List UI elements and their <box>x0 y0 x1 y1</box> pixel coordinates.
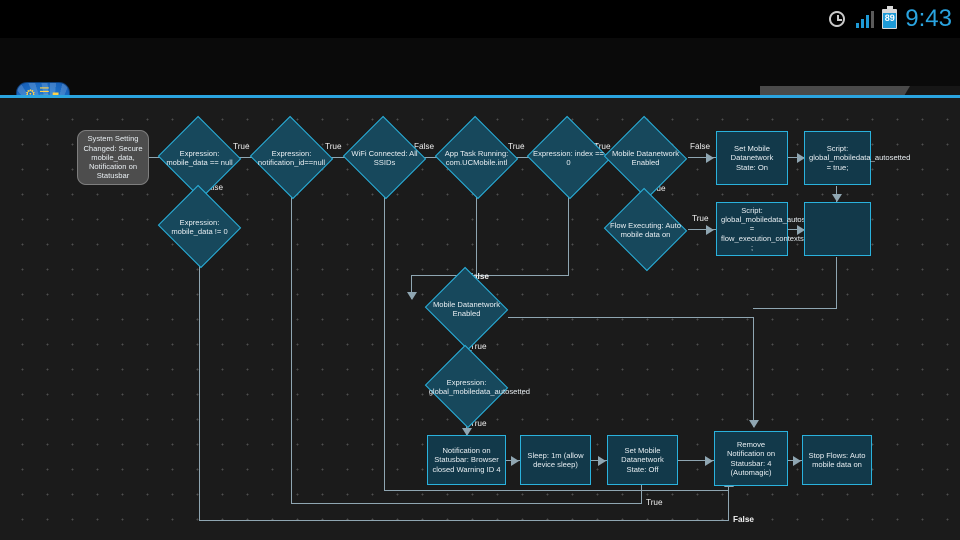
clock-time: 9:43 <box>905 5 952 32</box>
arrow-icon <box>793 456 801 466</box>
node-label: Sleep: 1m (allow device sleep) <box>527 450 584 469</box>
node-label: Expression: mobile_data == null <box>166 148 233 167</box>
connector <box>568 186 570 276</box>
connector <box>641 473 643 504</box>
connector <box>384 490 728 492</box>
node-label: System Setting Changed: Secure mobile_da… <box>83 134 143 181</box>
connector <box>836 257 838 309</box>
node-label: Mobile Datanetwork Enabled <box>611 148 680 167</box>
edge-label-false: False <box>203 183 224 192</box>
flow-node-expression-mobile-data-null[interactable]: Expression: mobile_data == null <box>157 115 242 200</box>
battery-percent: 89 <box>884 13 895 23</box>
flow-node-flow-executing[interactable]: Flow Executing: Auto mobile data on <box>603 187 688 272</box>
connector <box>291 503 641 505</box>
connector <box>322 157 352 159</box>
flow-node-script-autosetted-true[interactable]: Script: global_mobiledata_autosetted = t… <box>804 131 911 185</box>
flow-canvas[interactable]: True True False True True False False Tr… <box>0 98 960 540</box>
flow-node-mobile-datanetwork-enabled-mid[interactable]: Mobile Datanetwork Enabled <box>424 266 509 351</box>
connector <box>291 186 293 504</box>
arrow-icon <box>797 153 805 163</box>
node-label: Script: global_mobiledata_autosetted = f… <box>721 205 823 252</box>
flow-node-expression-index-0[interactable]: Expression: index == 0 <box>526 115 611 200</box>
connector <box>753 317 755 427</box>
node-label: Flow Executing: Auto mobile data on <box>610 220 681 239</box>
connector <box>753 308 837 310</box>
flow-node-set-mobile-datanetwork-on[interactable]: Set Mobile Datanetwork State: On <box>716 131 788 185</box>
connector <box>508 317 754 319</box>
connector <box>415 157 445 159</box>
connector <box>508 157 536 159</box>
arrow-icon <box>797 225 805 235</box>
edge-label-false: False <box>733 515 754 524</box>
flow-node-trigger[interactable]: System Setting Changed: Secure mobile_da… <box>77 130 149 185</box>
edge-label-false: False <box>690 142 711 151</box>
connector <box>411 275 413 299</box>
node-label: App Task Running: com.UCMobile.intl <box>444 148 509 167</box>
arrow-icon <box>511 456 519 466</box>
alarm-clock-icon <box>828 9 848 29</box>
edge-label-true: True <box>646 498 663 507</box>
connector <box>688 157 716 159</box>
flow-node-notification-statusbar[interactable]: Notification on Statusbar: Browser close… <box>427 435 506 485</box>
node-label: Set Mobile Datanetwork State: On <box>730 144 774 172</box>
arrow-icon <box>706 153 714 163</box>
connector <box>678 460 718 462</box>
arrow-icon <box>706 225 714 235</box>
edge-label-true: True <box>508 142 525 151</box>
flow-node-expression-mobile-data-ne0[interactable]: Expression: mobile_data != 0 <box>157 184 242 269</box>
edge-label-true: True <box>233 142 250 151</box>
node-label: Script: global_mobiledata_autosetted = t… <box>809 144 911 172</box>
flow-node-wifi-connected[interactable]: WiFi Connected: All SSIDs <box>342 115 427 200</box>
flow-node-set-mobile-datanetwork-off[interactable]: Set Mobile Datanetwork State: Off <box>607 435 678 485</box>
flow-node-sleep[interactable]: Sleep: 1m (allow device sleep) <box>520 435 591 485</box>
arrow-icon <box>462 428 472 436</box>
flow-node-mobile-datanetwork-enabled-top[interactable]: Mobile Datanetwork Enabled <box>603 115 688 200</box>
node-label: Expression: mobile_data != 0 <box>171 217 228 236</box>
node-label: Mobile Datanetwork Enabled <box>432 299 501 318</box>
flow-node-expression-global-autosetted[interactable]: Expression: global_mobiledata_autosetted <box>424 344 530 429</box>
node-label: Set Mobile Datanetwork State: Off <box>621 446 664 474</box>
edge-label-false: False <box>468 272 489 281</box>
flow-node-expression-notification-id-null[interactable]: Expression: notification_id==null <box>249 115 334 200</box>
arrow-icon <box>749 420 759 428</box>
connector <box>688 229 716 231</box>
node-label: Expression: notification_id==null <box>257 148 326 167</box>
flow-node-remove-notification[interactable]: Remove Notification on Statusbar: 4 (Aut… <box>714 431 788 486</box>
node-label: Stop Flows: Auto mobile data on <box>808 450 866 469</box>
node-label: Remove Notification on Statusbar: 4 (Aut… <box>726 440 776 477</box>
arrow-icon <box>832 194 842 202</box>
node-label: Notification on Statusbar: Browser close… <box>432 446 501 474</box>
flow-node-empty[interactable] <box>804 202 871 256</box>
connector <box>384 186 386 491</box>
node-label: Expression: index == 0 <box>533 148 604 167</box>
android-status-bar: 89 9:43 <box>0 0 960 38</box>
arrow-icon <box>598 456 606 466</box>
edge-label-true: True <box>470 342 487 351</box>
connector <box>728 486 730 521</box>
connector <box>199 255 201 521</box>
edge-label-true: True <box>470 419 487 428</box>
edge-label-true: True <box>692 214 709 223</box>
node-label: Expression: global_mobiledata_autosetted <box>428 377 531 396</box>
battery-icon: 89 <box>882 6 898 29</box>
arrow-icon <box>705 456 713 466</box>
flow-node-script-autosetted-context[interactable]: Script: global_mobiledata_autosetted = f… <box>716 202 823 256</box>
connector <box>412 275 569 277</box>
header-divider <box>0 95 960 98</box>
edge-label-false: False <box>414 142 435 151</box>
status-bar-icons: 89 9:43 <box>828 0 952 38</box>
signal-bars-icon <box>855 10 875 28</box>
flow-node-app-task-running[interactable]: App Task Running: com.UCMobile.intl <box>434 115 519 200</box>
action-bar: ‹ ⚙☰■ ✦✈ ✦ Auto mobile data on ВЫКЛ <box>0 38 960 132</box>
connector <box>476 186 478 276</box>
arrow-icon <box>407 292 417 300</box>
edge-label-true: True <box>594 142 611 151</box>
connector <box>199 520 729 522</box>
connector <box>230 157 262 159</box>
flow-node-stop-flows[interactable]: Stop Flows: Auto mobile data on <box>802 435 872 485</box>
node-label: WiFi Connected: All SSIDs <box>351 148 418 167</box>
edge-label-true: True <box>325 142 342 151</box>
